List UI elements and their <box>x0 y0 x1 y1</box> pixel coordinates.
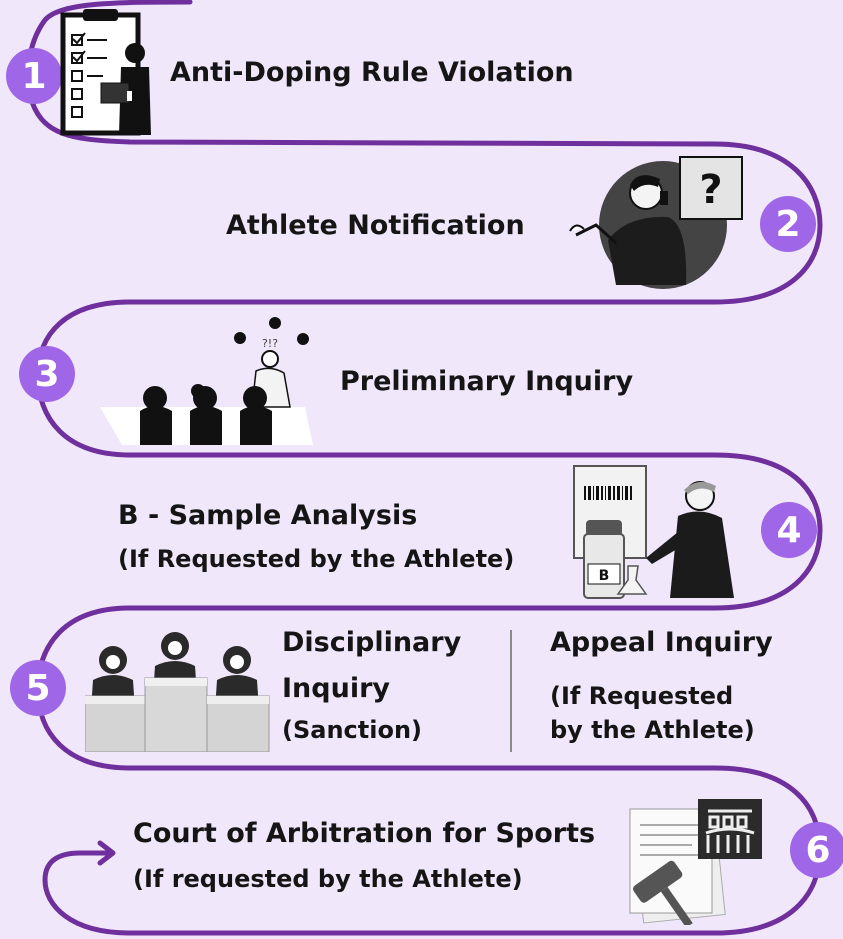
question-mark-icon: ? <box>699 167 722 213</box>
interview-illustration: ?!? <box>100 317 313 445</box>
step-2-title: Athlete Notification <box>226 210 525 241</box>
inquiry-symbols: ?!? <box>262 337 278 350</box>
step-3-badge: 3 <box>19 346 75 402</box>
step-1-title: Anti-Doping Rule Violation <box>170 57 574 88</box>
step-4-number: 4 <box>776 509 802 551</box>
step-5-left-title-line2: Inquiry <box>282 673 390 704</box>
step-5-divider <box>510 630 512 752</box>
step-2-badge: 2 <box>760 196 816 252</box>
lab-analysis-illustration: B <box>573 465 734 599</box>
step-4-title: B - Sample Analysis <box>118 500 418 531</box>
step-6-title: Court of Arbitration for Sports <box>133 818 596 849</box>
step-5-right-title: Appeal Inquiry <box>550 627 773 658</box>
court-gavel-illustration <box>629 799 762 925</box>
step-5-badge: 5 <box>10 660 66 716</box>
step-2-number: 2 <box>775 203 801 245</box>
step-6-badge: 6 <box>790 822 843 878</box>
step-3-number: 3 <box>34 353 60 395</box>
step-3-title: Preliminary Inquiry <box>340 366 634 397</box>
step-4-subtitle: (If Requested by the Athlete) <box>118 545 515 573</box>
step-5-number: 5 <box>25 667 51 709</box>
step-4-badge: 4 <box>761 502 817 558</box>
step-6-number: 6 <box>805 829 831 871</box>
step-5-right-subtitle-line1: (If Requested <box>550 682 734 710</box>
checklist-illustration <box>60 9 151 136</box>
step-1-badge: 1 <box>6 48 62 104</box>
phone-call-illustration: ? <box>569 156 743 289</box>
step-5-left-subtitle: (Sanction) <box>282 716 423 744</box>
step-1-number: 1 <box>21 55 47 97</box>
step-5-left-title-line1: Disciplinary <box>282 627 462 658</box>
step-6-subtitle: (If requested by the Athlete) <box>133 865 523 893</box>
judges-panel-illustration <box>85 632 270 752</box>
vial-b-label: B <box>599 568 610 584</box>
step-5-right-subtitle-line2: by the Athlete) <box>550 716 755 744</box>
